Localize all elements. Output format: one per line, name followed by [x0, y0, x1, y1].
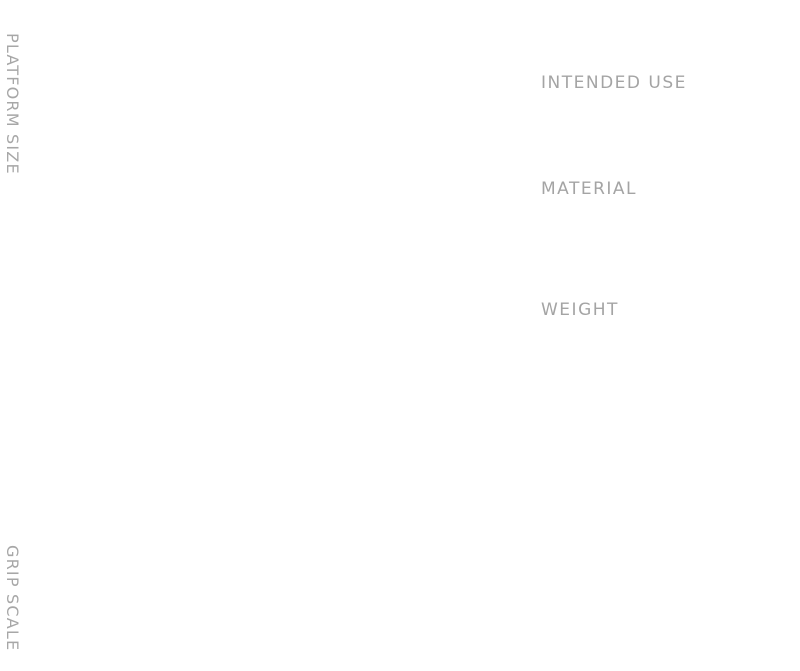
platform-size-label: PLATFORM SIZE — [3, 33, 22, 175]
intended-use-heading: INTENDED USE — [541, 73, 687, 93]
weight-heading: WEIGHT — [541, 300, 619, 320]
grip-scale-label: GRIP SCALE — [3, 545, 22, 652]
material-heading: MATERIAL — [541, 179, 638, 199]
